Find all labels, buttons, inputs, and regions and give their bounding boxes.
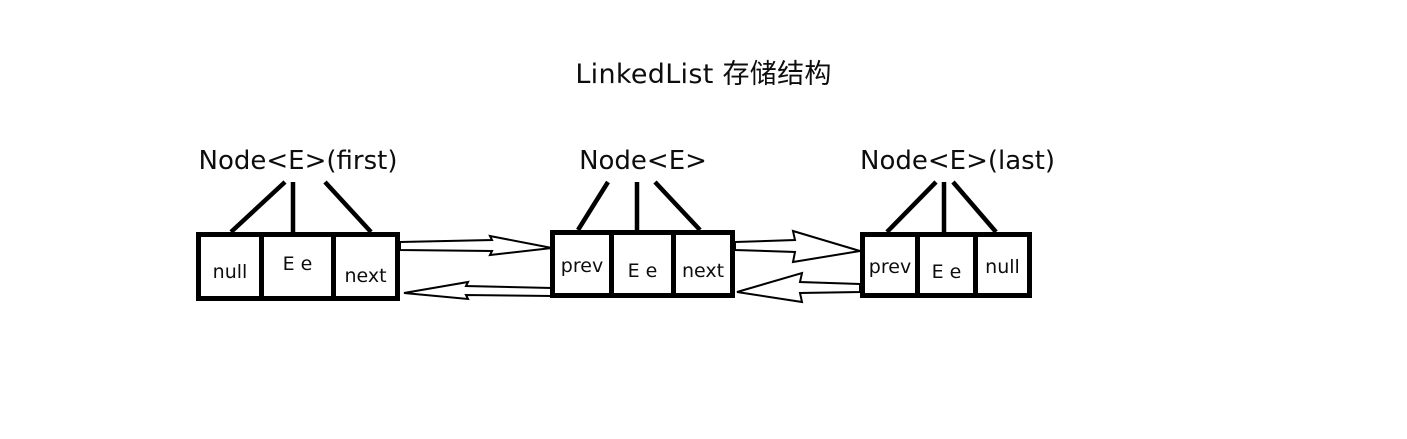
next-arrow-middle-to-last <box>734 229 861 264</box>
node-box-middle[interactable]: prev E e next <box>550 230 735 298</box>
node-box-last[interactable]: prev E e null <box>860 232 1032 298</box>
node-middle-element-cell[interactable]: E e <box>609 235 671 293</box>
leader-line-middle-next <box>653 180 702 232</box>
leader-lines-middle <box>576 180 702 232</box>
prev-arrow-middle-to-first <box>403 280 553 301</box>
node-last-element-cell[interactable]: E e <box>915 237 973 293</box>
node-first-next-text: next <box>344 265 387 287</box>
leader-line-last-next <box>951 180 998 234</box>
node-last-prev-cell[interactable]: prev <box>865 237 915 293</box>
node-first-prev-cell[interactable]: null <box>201 237 259 296</box>
node-last-prev-text: prev <box>868 255 912 278</box>
node-label-middle: Node<E> <box>579 146 707 176</box>
node-label-first: Node<E>(first) <box>198 146 398 176</box>
node-middle-element-text: E e <box>627 259 658 282</box>
node-first-element-cell[interactable]: E e <box>259 237 331 296</box>
page-title: LinkedList 存储结构 <box>575 59 832 90</box>
node-middle-prev-text: prev <box>560 254 604 277</box>
node-last-element-text: E e <box>931 260 962 283</box>
leader-lines-first <box>229 180 373 234</box>
leader-line-middle-prev <box>576 180 610 232</box>
node-middle-next-cell[interactable]: next <box>671 235 730 293</box>
prev-arrow-last-to-middle <box>736 271 861 304</box>
leader-line-last-prev <box>885 180 938 234</box>
node-first-prev-text: null <box>212 261 248 283</box>
next-arrow-first-to-middle <box>399 234 553 257</box>
node-middle-prev-cell[interactable]: prev <box>555 235 609 293</box>
node-first-element-text: E e <box>282 253 313 275</box>
leader-lines-last <box>885 180 998 234</box>
leader-line-first-prev <box>229 180 287 234</box>
node-label-last: Node<E>(last) <box>860 146 1056 176</box>
node-last-next-cell[interactable]: null <box>973 237 1027 293</box>
leader-line-first-next <box>323 180 373 234</box>
node-last-next-text: null <box>985 255 1020 278</box>
node-middle-next-text: next <box>681 259 725 282</box>
node-box-first[interactable]: null E e next <box>196 232 400 301</box>
node-first-next-cell[interactable]: next <box>331 237 395 296</box>
